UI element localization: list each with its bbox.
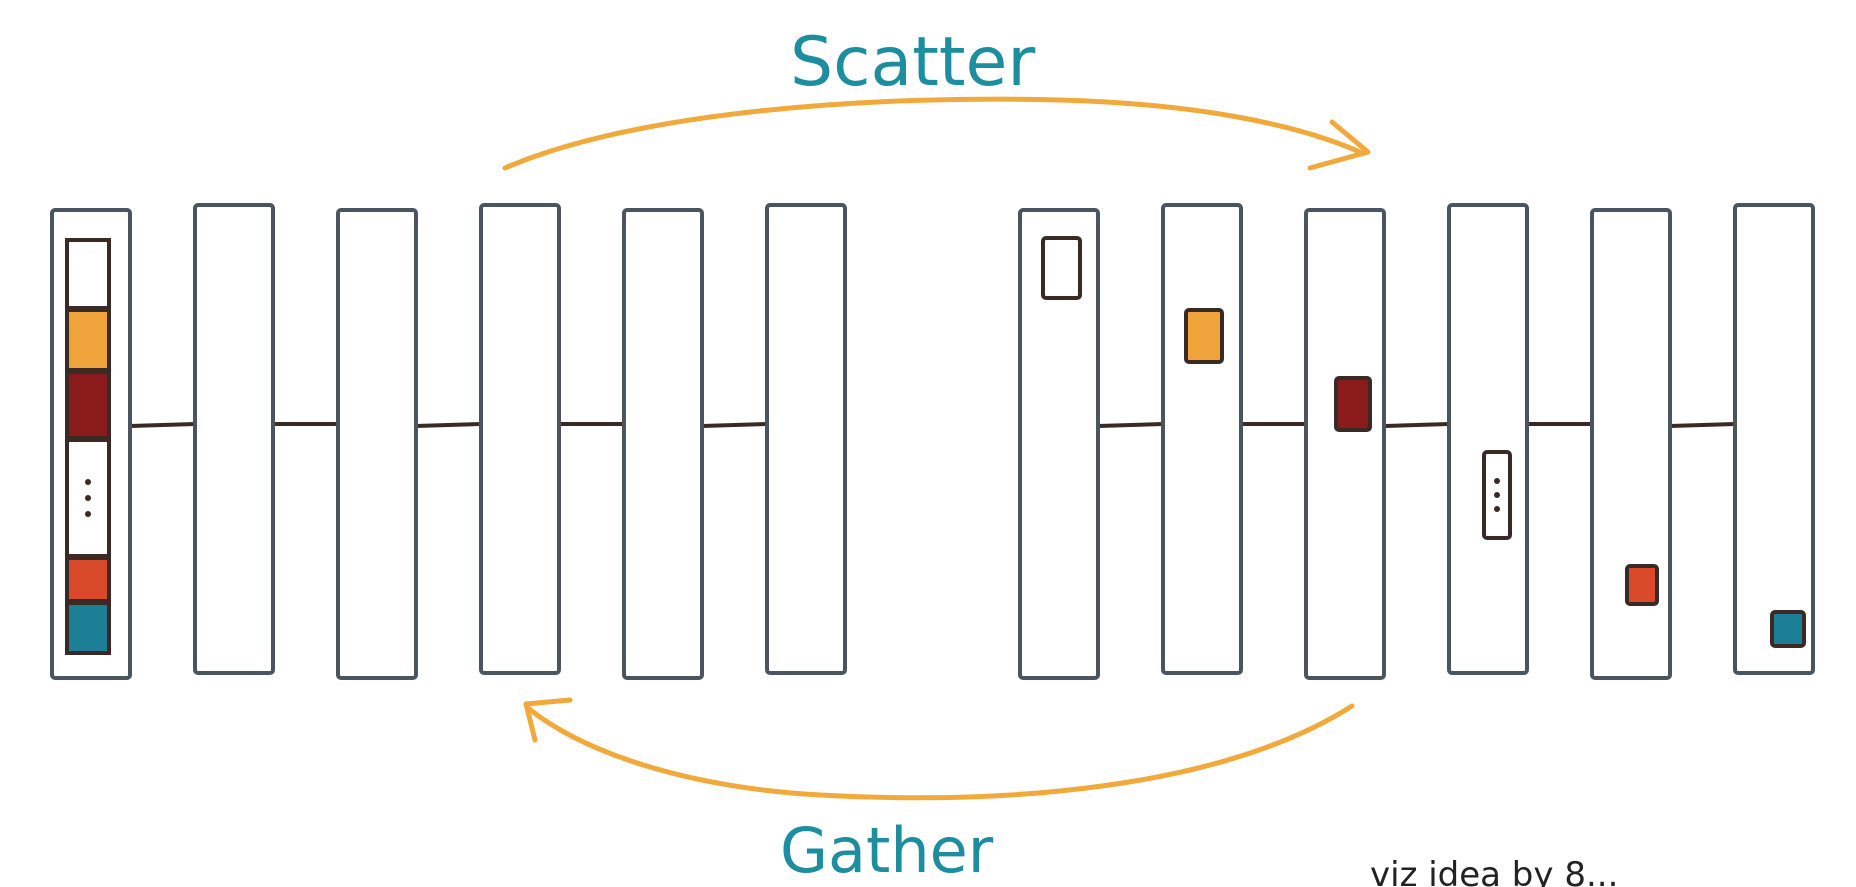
gather-arrow bbox=[523, 697, 1355, 801]
scatter-arrow-shaft bbox=[502, 96, 1365, 171]
columns bbox=[50, 203, 1815, 680]
scatter-label: Scatter bbox=[790, 23, 1035, 102]
left-connector-3 bbox=[414, 422, 483, 428]
right-column-5 bbox=[1590, 208, 1672, 680]
stack-block-darkred bbox=[65, 370, 111, 440]
scattered-block-orange bbox=[1184, 308, 1224, 364]
left-column-2 bbox=[193, 203, 275, 675]
left-connector-1 bbox=[128, 422, 197, 428]
credit-text: viz idea by 8... bbox=[1370, 855, 1618, 887]
right-column-4 bbox=[1447, 203, 1529, 675]
stack-block-orange bbox=[65, 308, 111, 372]
connectors bbox=[128, 422, 1737, 428]
scatter-arrow bbox=[502, 96, 1371, 171]
left-column-4 bbox=[479, 203, 561, 675]
right-column-1 bbox=[1018, 208, 1100, 680]
scattered-block-red bbox=[1625, 564, 1659, 606]
right-column-2 bbox=[1161, 203, 1243, 675]
stack-block-teal bbox=[65, 601, 111, 655]
left-column-6 bbox=[765, 203, 847, 675]
scattered-block-ellipsis-dot-2 bbox=[1494, 492, 1500, 498]
left-column-5 bbox=[622, 208, 704, 680]
stack-block-ellipsis-dot-3 bbox=[85, 511, 91, 517]
gather-arrow-shaft bbox=[525, 703, 1355, 801]
stack-block-white bbox=[65, 238, 111, 310]
scattered-block-ellipsis-dot-3 bbox=[1494, 506, 1500, 512]
stack-block-ellipsis-dot-2 bbox=[85, 495, 91, 501]
scattered-block-ellipsis-dot-1 bbox=[1494, 478, 1500, 484]
right-connector-1 bbox=[1096, 422, 1165, 428]
right-connector-3 bbox=[1382, 422, 1451, 428]
stack-block-ellipsis-dot-1 bbox=[85, 479, 91, 485]
right-column-6 bbox=[1733, 203, 1815, 675]
gather-label: Gather bbox=[780, 814, 994, 887]
left-connector-5 bbox=[700, 422, 769, 428]
right-connector-5 bbox=[1668, 422, 1737, 428]
scatter-arrow-head bbox=[1307, 119, 1371, 171]
blocks bbox=[65, 236, 1806, 655]
stack-block-red bbox=[65, 556, 111, 603]
right-column-3 bbox=[1304, 208, 1386, 680]
gather-arrow-head bbox=[523, 697, 573, 743]
scattered-block-darkred bbox=[1334, 376, 1372, 432]
scattered-block-white bbox=[1041, 236, 1082, 300]
left-column-3 bbox=[336, 208, 418, 680]
scattered-block-teal bbox=[1770, 610, 1806, 648]
